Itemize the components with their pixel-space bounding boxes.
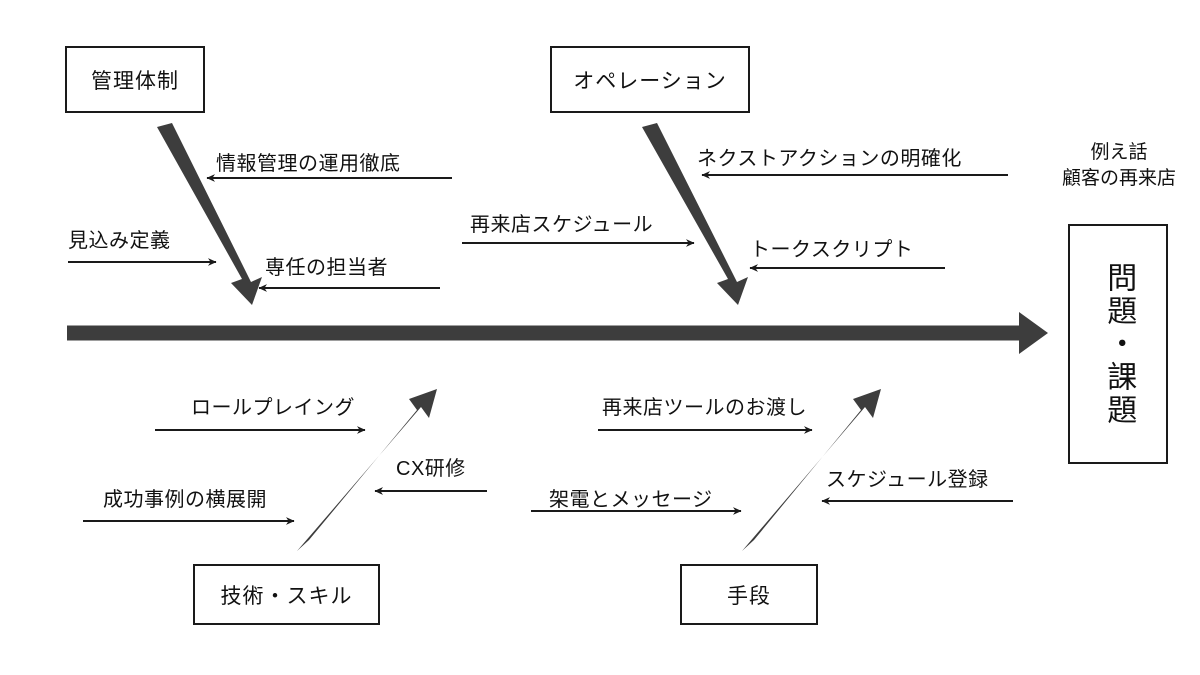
effect-caption: 例え話 顧客の再来店 <box>1044 140 1194 192</box>
cause-label-sairaiten-tool: 再来店ツールのお渡し <box>602 397 807 419</box>
bone-management <box>157 123 262 305</box>
cause-label-schedule-touroku: スケジュール登録 <box>826 469 989 491</box>
category-box-skill[interactable]: 技術・スキル <box>193 564 380 625</box>
category-box-method[interactable]: 手段 <box>680 564 818 625</box>
cause-label-cx-kenshu: CX研修 <box>396 458 466 480</box>
bone-operation <box>642 123 748 305</box>
category-label-management: 管理体制 <box>91 69 179 93</box>
cause-label-seikou-jirei: 成功事例の横展開 <box>103 489 267 511</box>
category-box-operation[interactable]: オペレーション <box>550 46 750 113</box>
cause-label-sairaiten-schedule: 再来店スケジュール <box>470 214 654 236</box>
effect-label: 問題・課題 <box>1102 261 1136 427</box>
cause-label-next-action: ネクストアクションの明確化 <box>697 148 962 170</box>
effect-caption-line1: 例え話 <box>1090 142 1148 163</box>
spine-arrow <box>67 312 1048 354</box>
cause-label-joho-kanri: 情報管理の運用徹底 <box>216 153 401 175</box>
cause-label-mikomi-teigi: 見込み定義 <box>68 230 171 252</box>
bone-skill <box>297 389 437 551</box>
category-label-method: 手段 <box>727 584 771 608</box>
bone-method <box>742 389 881 551</box>
category-label-skill: 技術・スキル <box>220 584 353 608</box>
effect-caption-line2: 顧客の再来店 <box>1061 168 1176 190</box>
cause-label-kaden-message: 架電とメッセージ <box>549 489 713 511</box>
cause-label-talk-script: トークスクリプト <box>750 239 914 261</box>
cause-label-role-playing: ロールプレイング <box>191 397 355 419</box>
cause-label-sennin-tantousha: 専任の担当者 <box>265 257 388 279</box>
category-label-operation: オペレーション <box>573 69 727 93</box>
effect-box[interactable]: 問題・課題 <box>1068 224 1168 464</box>
category-box-management[interactable]: 管理体制 <box>65 46 205 113</box>
